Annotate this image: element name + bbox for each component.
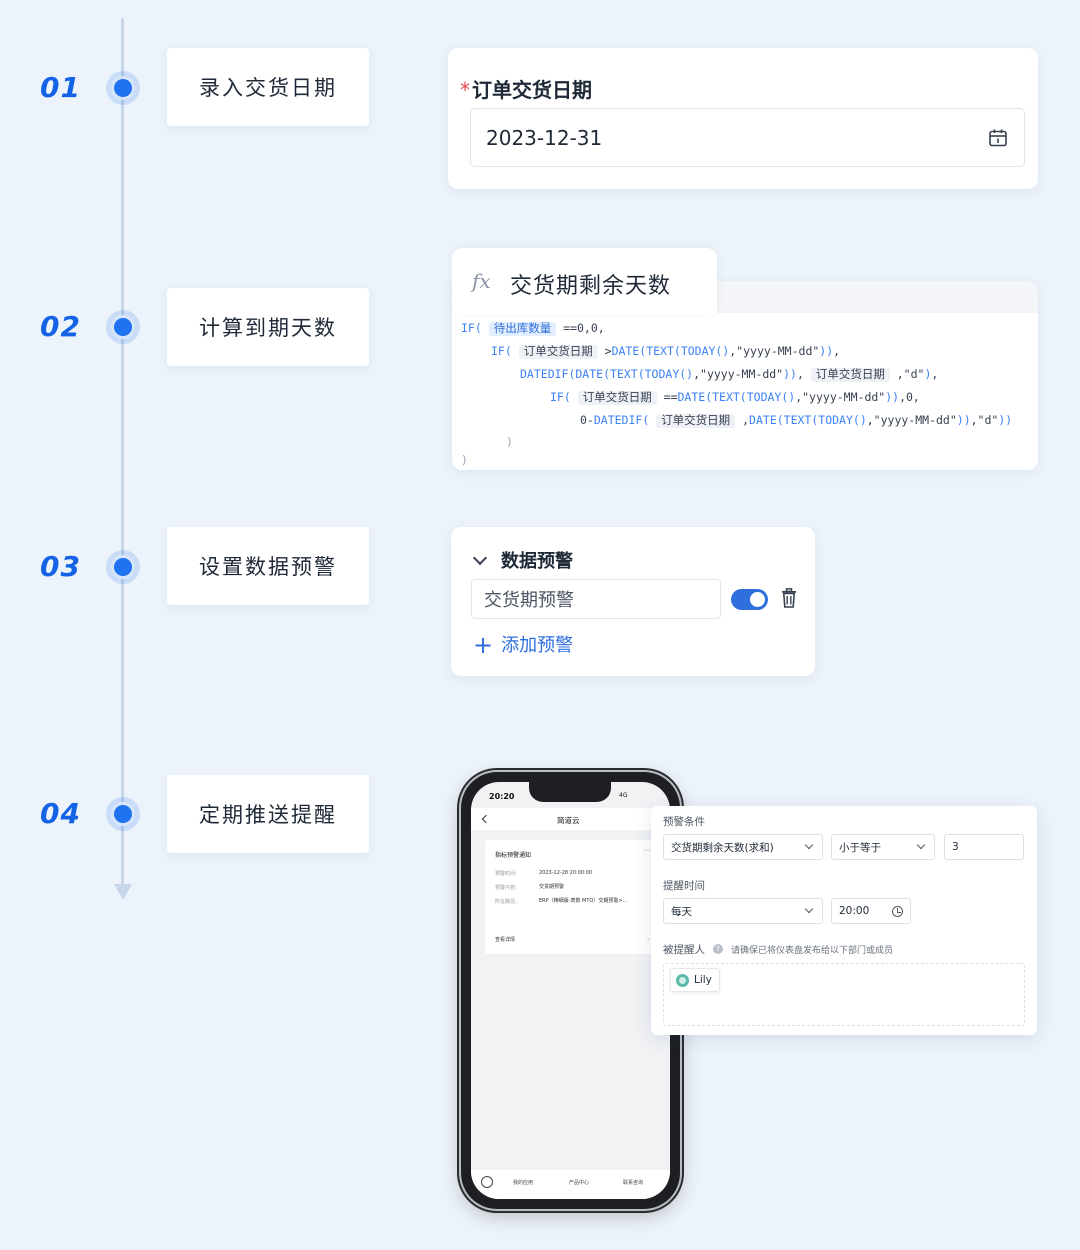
more-icon[interactable]: ··· bbox=[643, 846, 651, 855]
step-dot-03 bbox=[114, 558, 132, 576]
phone-notch bbox=[529, 782, 611, 802]
condition-field-value: 交货期剩余天数(求和) bbox=[671, 841, 774, 854]
formula-header-strip bbox=[717, 281, 1038, 313]
add-alert-label: 添加预警 bbox=[501, 635, 574, 656]
data-alert-panel: 数据预警 交货期预警 + 添加预警 bbox=[451, 527, 815, 676]
formula-line-7: ) bbox=[461, 453, 468, 467]
frequency-select[interactable]: 每天 bbox=[663, 898, 823, 924]
step-card-01: 录入交货日期 bbox=[167, 48, 369, 126]
chevron-down-icon bbox=[804, 904, 814, 914]
alert-toggle[interactable] bbox=[731, 589, 768, 610]
frequency-value: 每天 bbox=[671, 905, 692, 918]
chevron-down-icon bbox=[804, 840, 814, 850]
add-alert-button[interactable]: + 添加预警 bbox=[473, 631, 573, 659]
timeline-line bbox=[121, 18, 124, 886]
calendar-icon[interactable] bbox=[988, 128, 1008, 148]
receiver-chip[interactable]: Lily bbox=[670, 968, 720, 992]
time-label: 提醒时间 bbox=[663, 880, 705, 892]
view-detail-link[interactable]: 查看详情 bbox=[495, 937, 516, 943]
row-value: 交货期预警 bbox=[539, 884, 565, 890]
step-number-02: 02 bbox=[40, 310, 81, 343]
formula-title: 交货期剩余天数 bbox=[510, 274, 672, 299]
status-time: 20:20 bbox=[489, 792, 515, 801]
threshold-input[interactable]: 3 bbox=[944, 834, 1024, 860]
receiver-hint: 请确保已将仪表盘发布给以下部门或成员 bbox=[731, 946, 894, 956]
notification-title: 指标预警通知 bbox=[495, 852, 532, 859]
help-icon[interactable]: ? bbox=[713, 944, 723, 954]
trash-icon[interactable] bbox=[781, 588, 797, 608]
step-dot-04 bbox=[114, 805, 132, 823]
tab-product-center[interactable]: 产品中心 bbox=[569, 1180, 590, 1186]
function-icon: fx bbox=[472, 269, 491, 293]
delivery-date-panel: *订单交货日期 2023-12-31 bbox=[448, 48, 1038, 189]
avatar bbox=[676, 973, 689, 987]
phone-tabbar: 我的应用 产品中心 联系咨询 bbox=[471, 1170, 670, 1199]
required-mark: * bbox=[460, 78, 470, 102]
home-icon[interactable] bbox=[481, 1176, 493, 1188]
receiver-box[interactable]: Lily bbox=[663, 963, 1025, 1026]
alert-name-input[interactable]: 交货期预警 bbox=[471, 579, 721, 619]
clock-icon bbox=[892, 906, 903, 917]
alert-config-panel: 预警条件 交货期剩余天数(求和) 小于等于 3 提醒时间 每天 20:00 被提… bbox=[651, 806, 1037, 1035]
tab-contact[interactable]: 联系咨询 bbox=[623, 1180, 644, 1186]
tab-my-apps[interactable]: 我的应用 bbox=[513, 1180, 534, 1186]
step-dot-01 bbox=[114, 79, 132, 97]
formula-line-5: 0-DATEDIF( 订单交货日期 ,DATE(TEXT(TODAY(),"yy… bbox=[580, 413, 1013, 428]
operator-value: 小于等于 bbox=[839, 841, 881, 854]
step-number-01: 01 bbox=[40, 71, 81, 104]
row-key: 预警内容: bbox=[495, 885, 517, 891]
step-number-04: 04 bbox=[40, 797, 81, 830]
delivery-date-label-text: 订单交货日期 bbox=[472, 78, 592, 102]
toggle-knob bbox=[750, 592, 765, 607]
formula-line-3: DATEDIF(DATE(TEXT(TODAY(),"yyyy-MM-dd"))… bbox=[520, 367, 939, 382]
condition-field-select[interactable]: 交货期剩余天数(求和) bbox=[663, 834, 823, 860]
notification-card[interactable]: 指标预警通知 ··· 预警时间: 2023-12-28 20:00:00 预警内… bbox=[485, 840, 660, 954]
data-alert-header[interactable]: 数据预警 bbox=[501, 551, 573, 572]
time-picker[interactable]: 20:00 bbox=[831, 898, 911, 924]
row-value: 2023-12-28 20:00:00 bbox=[539, 870, 593, 876]
time-value: 20:00 bbox=[839, 905, 870, 917]
row-value: ERP（精细版-表数 MTO）交期预警>... bbox=[539, 898, 628, 904]
chevron-right-icon: › bbox=[647, 936, 650, 943]
timeline-arrow-icon bbox=[114, 884, 132, 900]
phone-screen: 20:20 4G 简道云 指标预警通知 ··· 预警时间: 2023-12-28… bbox=[471, 782, 670, 1199]
step-number-03: 03 bbox=[40, 550, 81, 583]
operator-select[interactable]: 小于等于 bbox=[831, 834, 935, 860]
app-title: 简道云 bbox=[557, 816, 580, 825]
chevron-down-icon bbox=[916, 840, 926, 850]
formula-line-6: ) bbox=[506, 435, 513, 449]
app-bar bbox=[471, 808, 670, 830]
formula-title-tab: fx 交货期剩余天数 bbox=[452, 248, 717, 314]
step-card-03: 设置数据预警 bbox=[167, 527, 369, 605]
receiver-label: 被提醒人 bbox=[663, 944, 705, 956]
formula-line-1: IF( 待出库数量 ==0,0, bbox=[461, 321, 605, 336]
plus-icon: + bbox=[473, 631, 494, 659]
delivery-date-input[interactable]: 2023-12-31 bbox=[470, 108, 1025, 167]
phone-mockup: 20:20 4G 简道云 指标预警通知 ··· 预警时间: 2023-12-28… bbox=[461, 772, 680, 1209]
formula-line-4: IF( 订单交货日期 ==DATE(TEXT(TODAY(),"yyyy-MM-… bbox=[550, 390, 920, 405]
receiver-name: Lily bbox=[694, 974, 712, 986]
step-dot-02 bbox=[114, 318, 132, 336]
step-card-04: 定期推送提醒 bbox=[167, 775, 369, 853]
row-key: 预警时间: bbox=[495, 871, 517, 877]
chevron-down-icon[interactable] bbox=[472, 550, 488, 566]
delivery-date-label: *订单交货日期 bbox=[460, 74, 592, 103]
delivery-date-value: 2023-12-31 bbox=[486, 125, 603, 150]
status-signal: 4G bbox=[619, 792, 628, 799]
condition-label: 预警条件 bbox=[663, 816, 705, 828]
row-key: 所在路径: bbox=[495, 899, 517, 905]
formula-line-2: IF( 订单交货日期 >DATE(TEXT(TODAY(),"yyyy-MM-d… bbox=[491, 344, 841, 359]
step-card-02: 计算到期天数 bbox=[167, 288, 369, 366]
